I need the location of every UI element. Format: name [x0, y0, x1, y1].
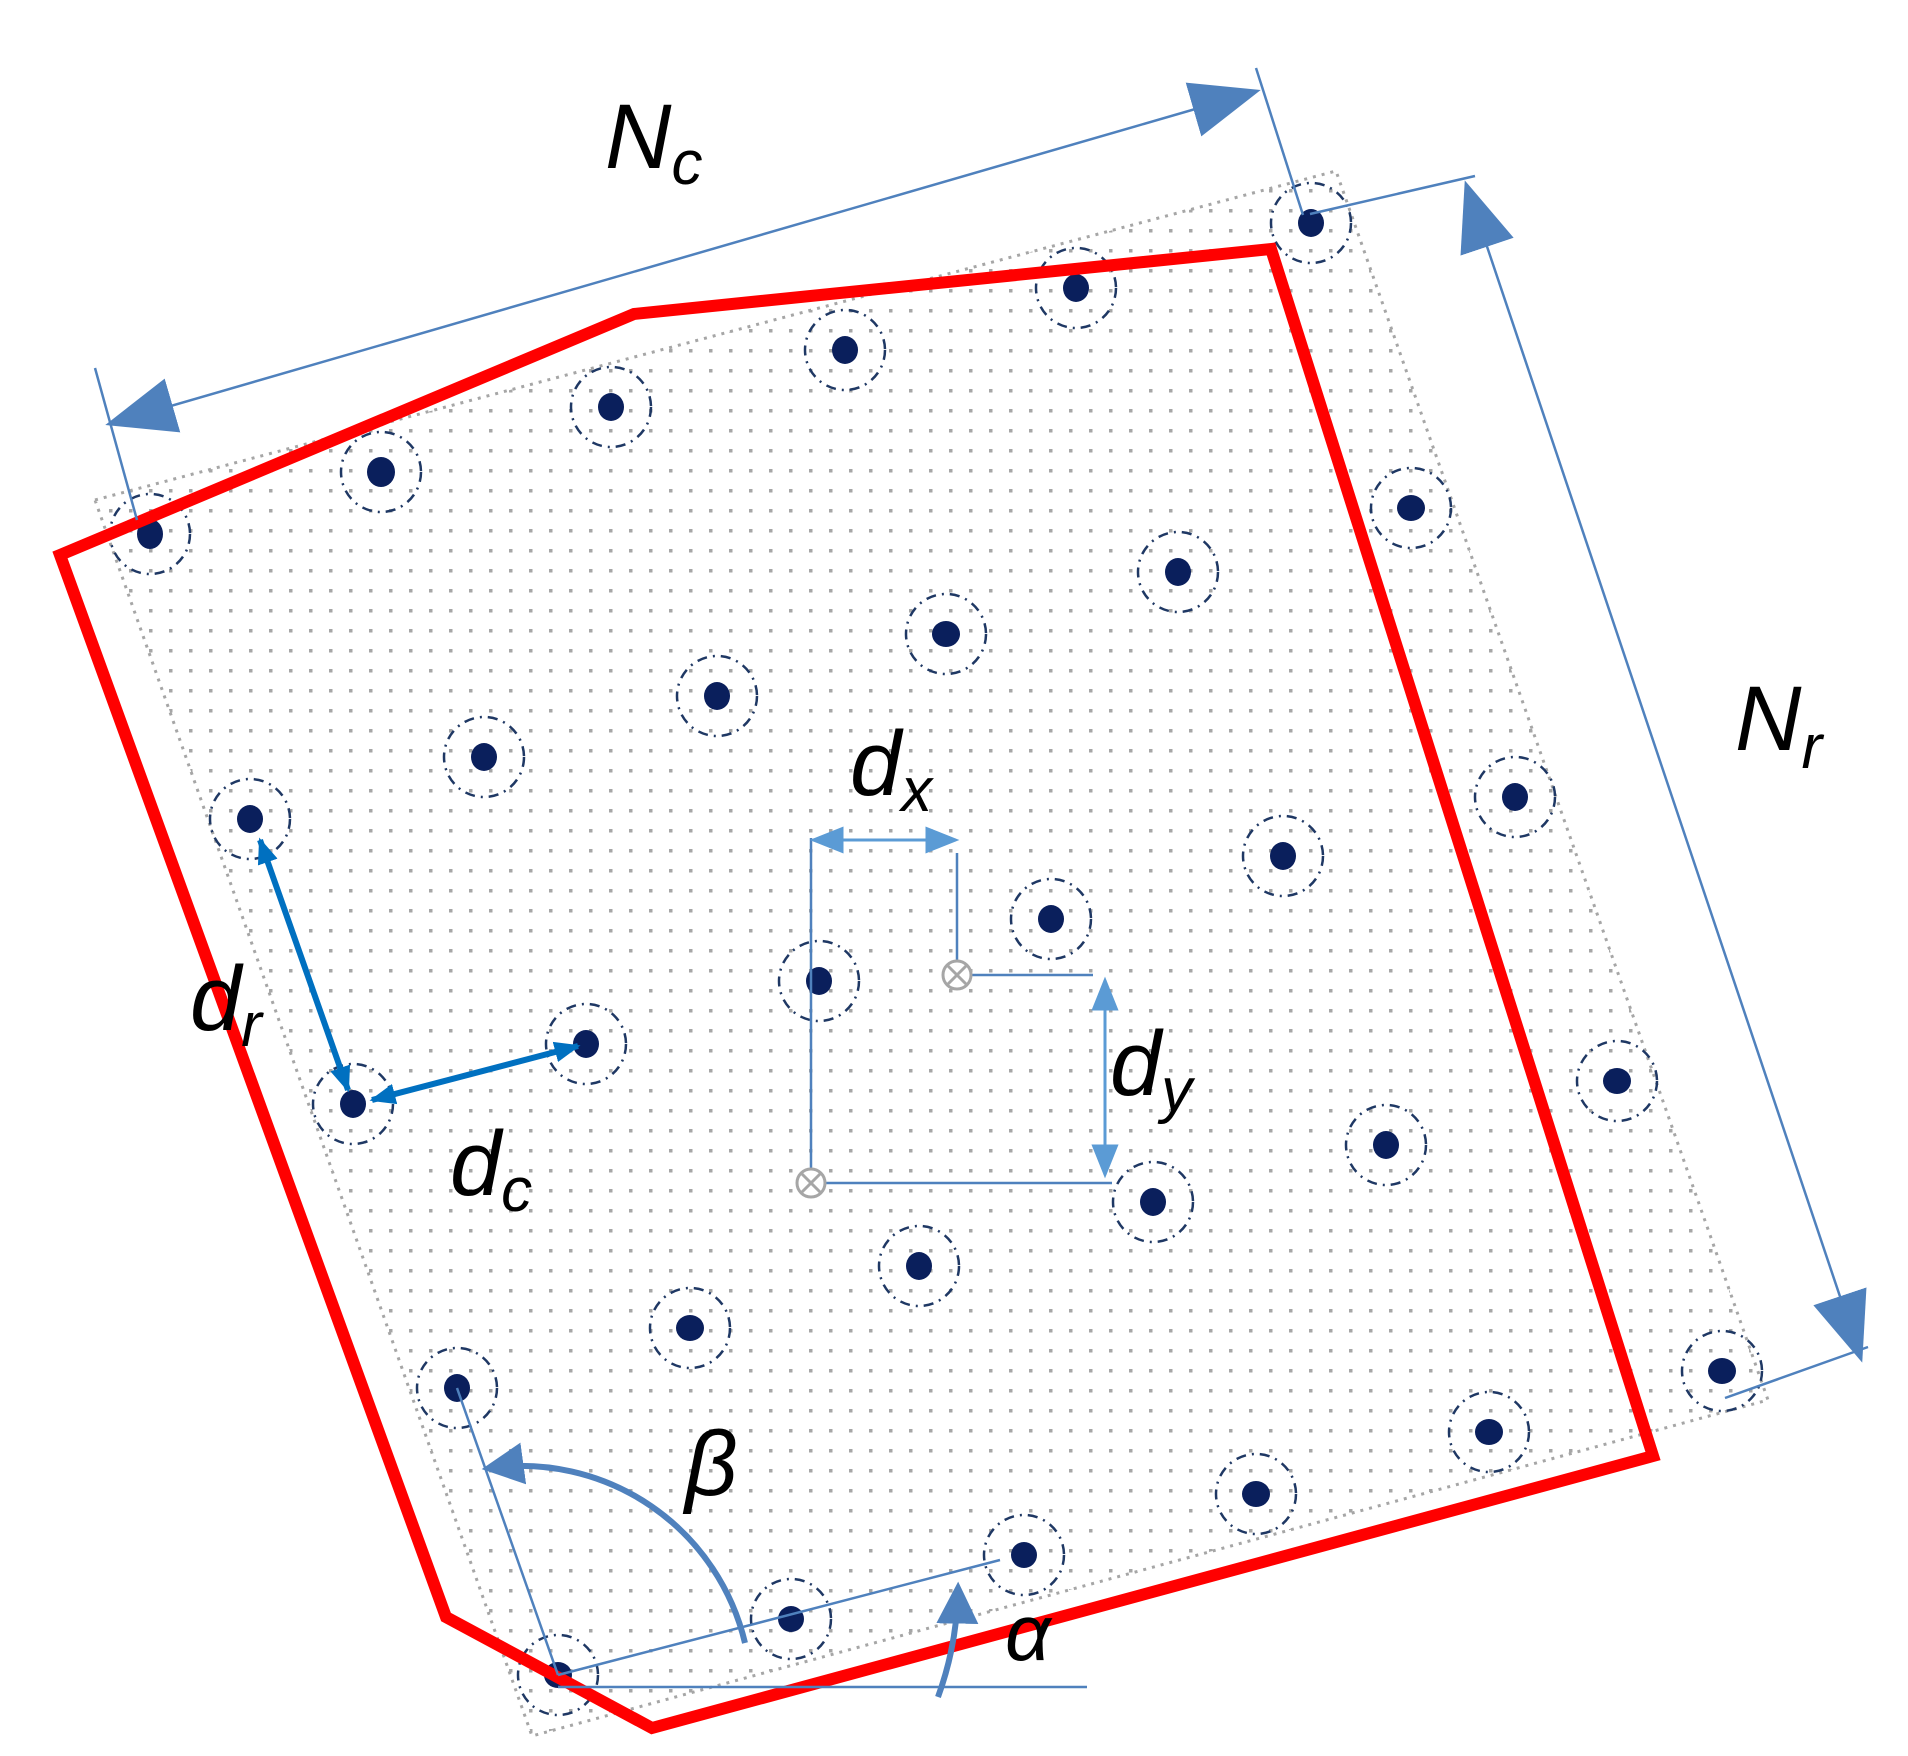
- lattice-node: [339, 430, 423, 514]
- lattice-node: [1680, 1329, 1764, 1413]
- lattice-node: [1269, 181, 1353, 265]
- label-nr: Nr: [1735, 668, 1824, 782]
- lattice-node: [904, 592, 988, 676]
- label-dc: dc: [450, 1113, 532, 1225]
- offset-construction: [809, 826, 1119, 1185]
- angle-construction: [455, 1387, 1087, 1699]
- lattice-node: [1241, 814, 1325, 898]
- lattice-node: [1344, 1103, 1428, 1187]
- lattice-node: [1214, 1452, 1298, 1536]
- lattice-node: [442, 715, 526, 799]
- lattice-node: [777, 939, 861, 1023]
- lattice-node: [208, 777, 292, 861]
- dc-arrow: [369, 1041, 581, 1105]
- dot-grid-region: [93, 169, 1770, 1738]
- nc-dimension: [93, 67, 1305, 521]
- beta-arc: [481, 1442, 748, 1644]
- label-dr: dr: [190, 948, 264, 1060]
- label-nc: Nc: [605, 86, 702, 198]
- lattice-node: [1447, 1390, 1531, 1474]
- lattice-node: [648, 1286, 732, 1370]
- lattice-node: [982, 1513, 1066, 1597]
- lattice-node: [1136, 530, 1220, 614]
- lattice-node: [1369, 466, 1453, 550]
- origin-marker-lower: [795, 1167, 827, 1199]
- label-beta: β: [682, 1413, 738, 1515]
- lattice-node: [675, 654, 759, 738]
- alpha-arc: [935, 1581, 979, 1699]
- lattice-node: [1111, 1160, 1195, 1244]
- nr-dimension: [1309, 174, 1869, 1400]
- label-dy: dy: [1110, 1013, 1196, 1125]
- label-dx: dx: [850, 713, 934, 825]
- dr-arrow: [257, 837, 351, 1093]
- lattice-node: [1009, 877, 1093, 961]
- origin-marker-upper: [941, 959, 973, 991]
- label-alpha: α: [1005, 1588, 1053, 1677]
- lattice-node: [877, 1224, 961, 1308]
